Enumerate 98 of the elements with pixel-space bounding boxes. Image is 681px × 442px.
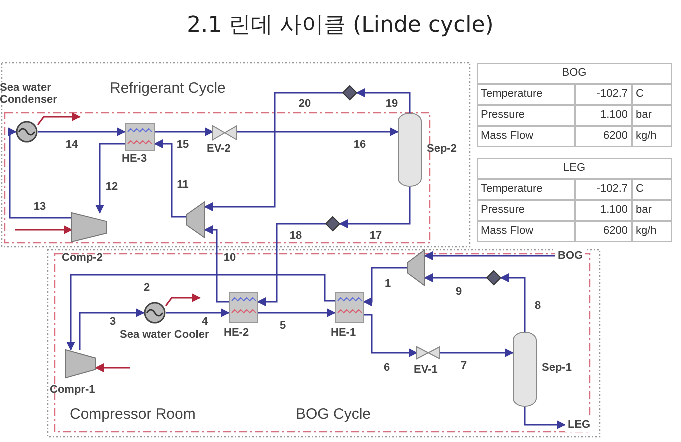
stream-arrow [79, 308, 145, 350]
table-cell: C [632, 84, 672, 105]
stream-arrow [95, 364, 130, 372]
compressor-symbol [66, 350, 96, 378]
table-header: LEG [477, 158, 672, 179]
stream-arrow [424, 252, 555, 260]
stream-arrow [166, 308, 230, 318]
stream-arrow [204, 226, 229, 303]
stream-arrow [155, 128, 214, 136]
stream-label: LEG [565, 418, 593, 432]
expander-symbol [187, 202, 205, 238]
region-label: Compressor Room [70, 406, 196, 423]
equipment-label: Sep-2 [427, 143, 457, 155]
stream-arrow [8, 128, 72, 219]
table-cell: Mass Flow [477, 126, 575, 147]
heat-exchanger-symbol [229, 292, 258, 323]
stream-arrow [440, 348, 514, 358]
table-cell: kg/h [632, 221, 672, 242]
stream-arrow [66, 274, 335, 351]
stream-arrow [38, 128, 126, 136]
cooler-symbol [144, 302, 166, 324]
stream-arrow [364, 314, 418, 358]
stream-number: 11 [176, 179, 190, 191]
stream-number: 8 [534, 300, 542, 312]
stream-number: 17 [368, 230, 384, 242]
table-header: BOG [477, 63, 672, 84]
stream-number: 20 [298, 98, 312, 110]
diamond-symbol [487, 271, 501, 285]
stream-number: 9 [454, 286, 464, 298]
table-cell: kg/h [632, 126, 672, 147]
stream-arrow [237, 128, 399, 136]
equipment-label: EV-1 [414, 364, 438, 376]
stream-number: 3 [108, 316, 118, 328]
heat-exchanger-symbol [125, 123, 155, 151]
equipment-label: Sep-1 [542, 362, 572, 374]
stream-arrow [96, 143, 125, 214]
stream-arrow [363, 267, 408, 306]
stream-number: 4 [200, 316, 210, 328]
stream-arrow [37, 112, 81, 126]
compressor-symbol [72, 213, 107, 242]
equipment-label: HE-1 [331, 327, 356, 339]
stream-arrow [524, 407, 566, 430]
title: 2.1 린데 사이클 (Linde cycle) [186, 12, 495, 40]
stream-number: 14 [64, 139, 80, 151]
stream-arrow [204, 92, 343, 212]
valve-symbol [417, 347, 440, 359]
stream-number: 13 [32, 201, 48, 213]
equipment-label: Sea water Condenser [0, 82, 58, 106]
equipment-label: HE-2 [224, 327, 250, 339]
equipment-label: EV-2 [207, 143, 231, 155]
valve-symbol [213, 126, 237, 140]
table-cell: 1.100 [575, 200, 632, 221]
stream-arrow [500, 274, 526, 332]
diamond-symbol [326, 217, 340, 231]
region-label: BOG Cycle [296, 406, 372, 423]
table-cell: -102.7 [575, 84, 632, 105]
stream-number: 12 [104, 181, 120, 193]
stream-number: 16 [352, 139, 368, 151]
stream-arrow [339, 187, 411, 228]
stream-number: 18 [288, 230, 304, 242]
table-cell: 6200 [575, 126, 632, 147]
stream-arrow [165, 294, 201, 306]
separator-vessel [513, 332, 537, 407]
stream-number: 7 [460, 360, 468, 372]
stream-number: 15 [176, 139, 190, 151]
equipment-label: Compr-1 [50, 384, 96, 396]
table-cell: Temperature [477, 179, 575, 200]
expander-symbol [408, 250, 425, 286]
stream-number: 19 [384, 98, 400, 110]
table-cell: Pressure [477, 200, 575, 221]
equipment-label: Comp-2 [62, 252, 103, 264]
stream-arrow [424, 274, 487, 282]
cooler-symbol [16, 121, 38, 143]
table-cell: 6200 [575, 221, 632, 242]
heat-exchanger-symbol [335, 292, 364, 323]
diamond-symbol [343, 86, 357, 100]
stream-arrow [15, 226, 73, 234]
table-cell: Mass Flow [477, 221, 575, 242]
table-cell: bar [632, 105, 672, 126]
stream-number: 5 [278, 320, 288, 332]
stream-arrow [154, 140, 187, 218]
table-cell: -102.7 [575, 179, 632, 200]
region-label: Refrigerant Cycle [110, 80, 226, 97]
equipment-label: Sea water Cooler [120, 329, 210, 341]
equipment-label: HE-3 [122, 153, 148, 165]
table-cell: Pressure [477, 105, 575, 126]
table-cell: C [632, 179, 672, 200]
table-cell: bar [632, 200, 672, 221]
stream-arrow [258, 308, 336, 318]
stream-number: 2 [142, 282, 152, 294]
stream-number: 10 [222, 252, 238, 264]
stream-arrow [356, 88, 411, 113]
table-cell: 1.100 [575, 105, 632, 126]
stream-number: 6 [382, 362, 392, 374]
table-cell: Temperature [477, 84, 575, 105]
stream-arrow [257, 223, 326, 306]
stream-number: 1 [384, 278, 392, 290]
separator-vessel [398, 113, 422, 187]
